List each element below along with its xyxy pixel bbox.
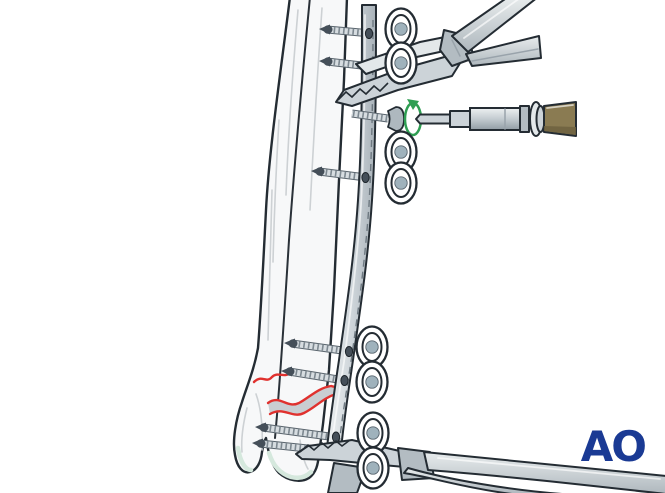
bottom-forceps-serrations bbox=[299, 439, 351, 453]
tibia-outline bbox=[232, 0, 349, 482]
fracture-gap-fill bbox=[268, 386, 346, 415]
bottom-forceps-arm-down bbox=[403, 467, 563, 493]
tibia-bone bbox=[232, 0, 349, 482]
inserted-screw-head bbox=[387, 106, 405, 132]
screwdriver-barrel bbox=[469, 107, 521, 131]
ao-foundation-logo: AO bbox=[581, 426, 647, 468]
screw-3 bbox=[311, 166, 363, 181]
screwdriver-handle bbox=[543, 101, 577, 137]
screwdriver-step bbox=[449, 110, 471, 128]
lower-arm-shading bbox=[471, 48, 539, 62]
inserted-screw bbox=[351, 106, 405, 132]
articular-cartilage bbox=[235, 445, 314, 481]
top-forceps-upper-arm bbox=[451, 0, 536, 53]
screwdriver bbox=[403, 99, 577, 137]
plate-highlight bbox=[330, 14, 366, 453]
rotation-arrow-head bbox=[407, 99, 419, 110]
eyelet bbox=[384, 130, 418, 174]
proximal-fracture-line bbox=[252, 370, 294, 384]
screw-5 bbox=[281, 366, 342, 384]
upper-arm-highlight bbox=[463, 0, 519, 39]
screwdriver-collar bbox=[519, 105, 530, 133]
eyelet bbox=[355, 360, 389, 404]
bone-shading-lines bbox=[240, 7, 323, 470]
eyelet bbox=[384, 41, 418, 85]
right-arm-highlight bbox=[437, 457, 661, 480]
eyelet bbox=[384, 7, 418, 51]
screw-1 bbox=[319, 24, 367, 37]
fracture-upper-edge bbox=[266, 384, 345, 406]
anterior-crest-line bbox=[274, 0, 311, 439]
screw-4 bbox=[284, 338, 347, 355]
eyelet bbox=[384, 161, 418, 205]
top-forceps-serrations bbox=[337, 82, 389, 101]
fracture-lines bbox=[252, 370, 348, 416]
fracture-lower-edge bbox=[268, 392, 348, 416]
box-joint-notch bbox=[451, 39, 461, 57]
plate-hole-eyelets bbox=[355, 7, 418, 490]
plate-scallop-edge bbox=[337, 19, 374, 457]
eyelet bbox=[356, 446, 390, 490]
screwdriver-shaft-thin bbox=[415, 113, 451, 125]
screw-6 bbox=[255, 422, 334, 441]
ao-logo-text: AO bbox=[580, 422, 647, 471]
